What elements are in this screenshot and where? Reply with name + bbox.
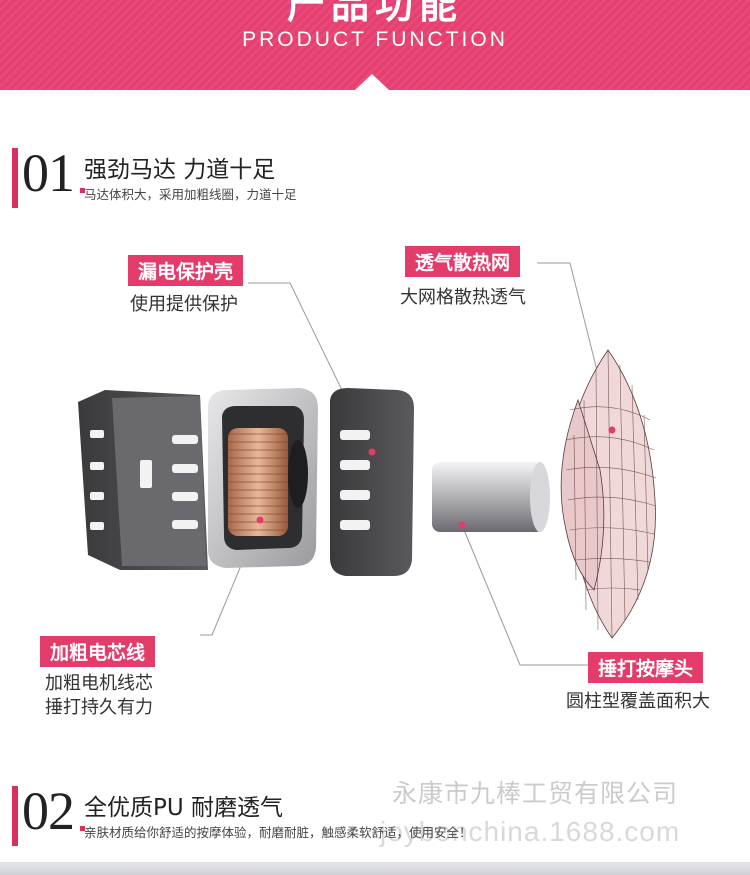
callout-desc-head: 圆柱型覆盖面积大 (566, 691, 710, 712)
section-dot (80, 188, 85, 193)
banner-notch (355, 74, 389, 90)
banner-title: 产品功能 (286, 0, 463, 27)
section-number: 02 (22, 781, 75, 841)
header-banner: 产品功能 PRODUCT FUNCTION (0, 0, 750, 90)
section-accent-bar (12, 148, 18, 208)
section-number: 01 (22, 143, 75, 203)
callout-desc-wire-line2: 捶打持久有力 (45, 697, 153, 718)
callout-label-head: 捶打按摩头 (588, 652, 704, 683)
section-accent-bar (12, 786, 18, 846)
callout-desc-mesh: 大网格散热透气 (400, 287, 526, 308)
watermark-url: joybonchina.1688.com (380, 816, 681, 847)
motor-exploded-illustration (78, 262, 657, 666)
watermark-company: 永康市九棒工贸有限公司 (392, 779, 679, 808)
callout-label-shell: 漏电保护壳 (128, 255, 244, 286)
next-section-image-edge (0, 862, 750, 875)
section-title: 全优质PU 耐磨透气 (84, 795, 284, 821)
section-title: 强劲马达 力道十足 (84, 157, 276, 183)
callout-desc-shell: 使用提供保护 (130, 294, 238, 315)
section-dot (80, 826, 85, 831)
section-description: 马达体积大，采用加粗线圈，力道十足 (84, 187, 297, 202)
banner-subtitle: PRODUCT FUNCTION (242, 28, 508, 51)
callout-label-wire: 加粗电芯线 (40, 636, 156, 667)
callout-desc-wire-line1: 加粗电机线芯 (45, 673, 153, 694)
section-description: 亲肤材质给你舒适的按摩体验，耐磨耐脏，触感柔软舒适，使用安全！ (84, 825, 472, 840)
callout-label-mesh: 透气散热网 (405, 246, 521, 277)
